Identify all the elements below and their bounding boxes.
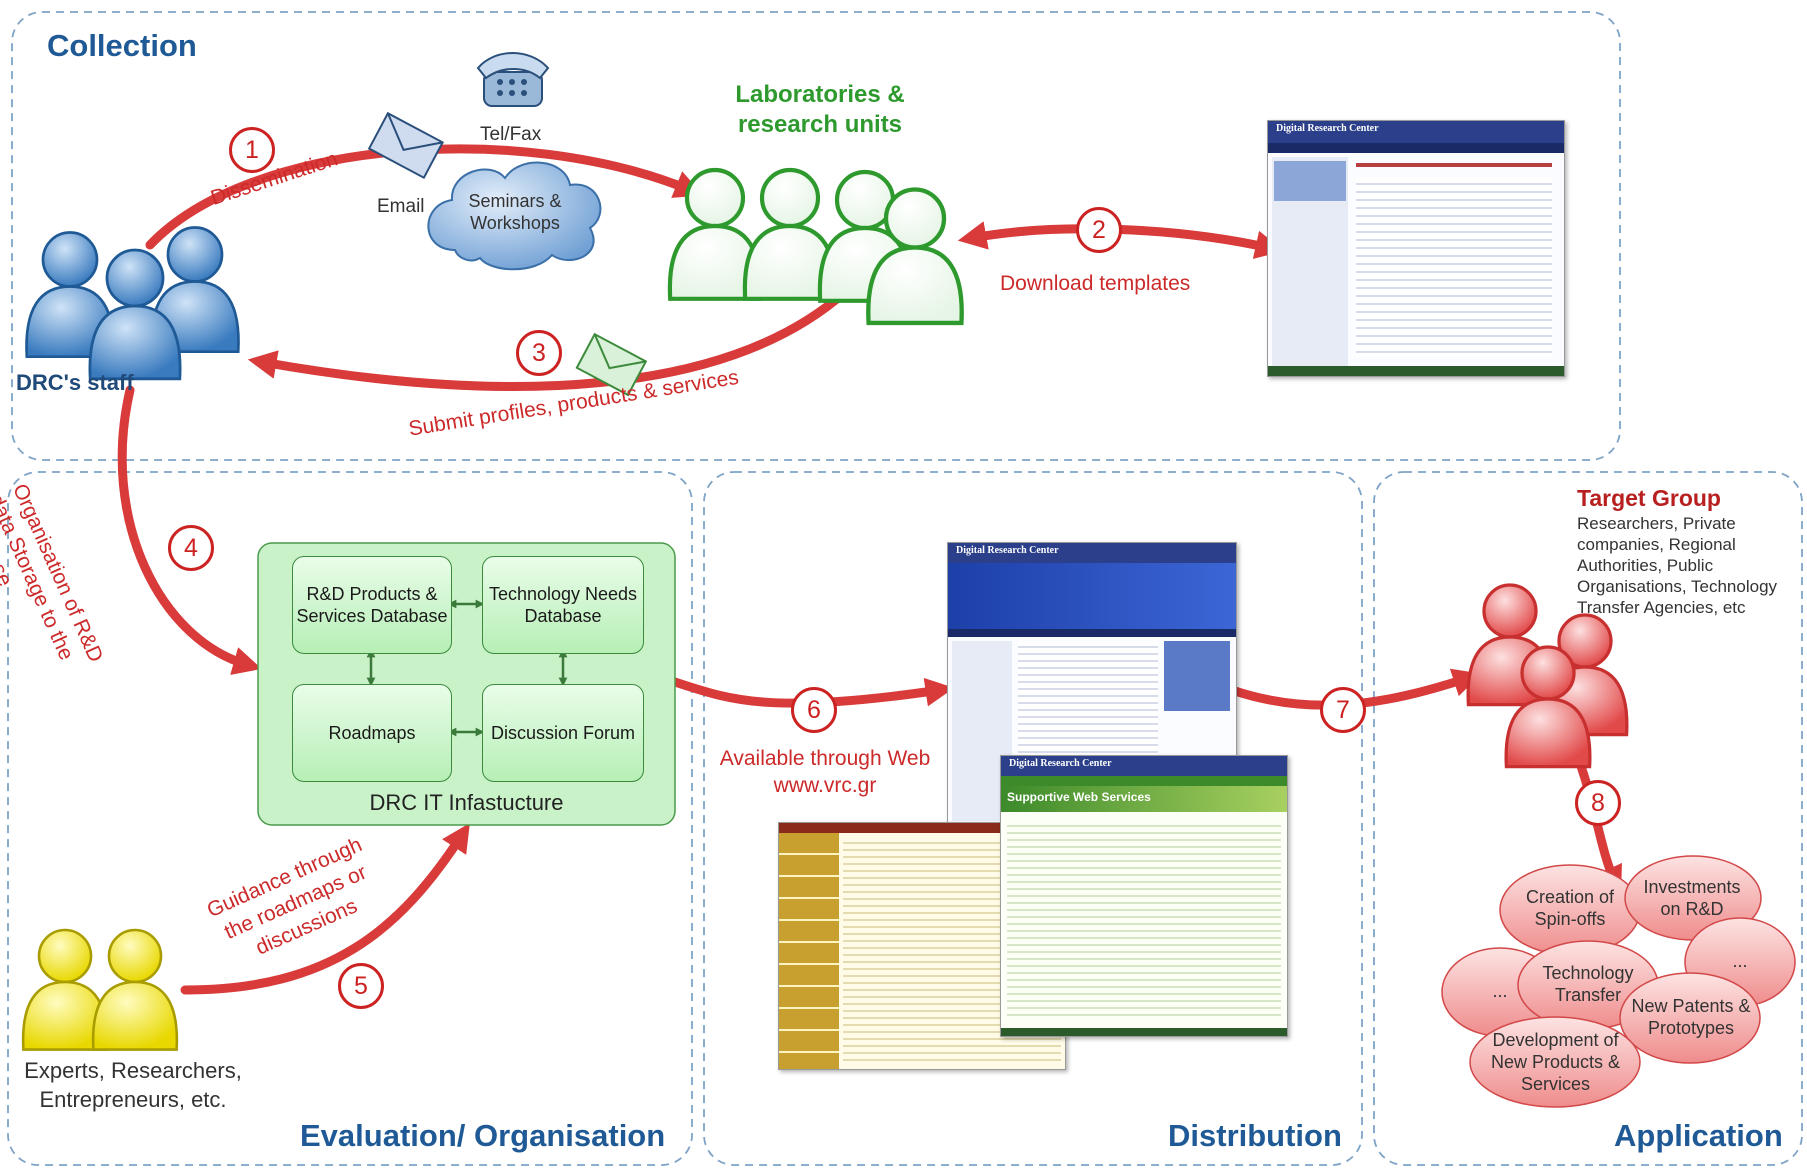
outcome-investments: Investments on R&D: [1643, 877, 1741, 919]
arrow-submit: [247, 287, 850, 391]
step-6-label: Available through Web www.vrc.gr: [719, 747, 931, 797]
it-infrastructure-title: DRC IT Infastucture: [369, 790, 564, 815]
panel-collection: [11, 11, 1621, 461]
laboratories-icon: [670, 170, 962, 323]
outcome-dots-left: ...: [1492, 981, 1508, 1001]
outcome-technology-transfer: Technology Transfer: [1542, 963, 1634, 1005]
web-services-screenshot: Digital Research Center Supportive Web S…: [1000, 755, 1288, 1037]
outcome-dots-right: ...: [1732, 951, 1748, 971]
outcome-new-products: Development of New Products & Services: [1490, 1030, 1621, 1094]
step-2-label: Download templates: [1000, 272, 1191, 295]
website-title: Digital Research Center: [1276, 123, 1379, 134]
step-5-number: 5: [338, 963, 384, 1009]
arrow-guidance: [180, 822, 470, 995]
website-screenshot-registration: Digital Research Center: [1267, 120, 1565, 377]
panel-title-application: Application: [1614, 1118, 1783, 1153]
panel-title-collection: Collection: [47, 28, 197, 63]
step-4-number: 4: [168, 525, 214, 571]
step-7-number: 7: [1320, 687, 1366, 733]
panel-title-distribution: Distribution: [1168, 1118, 1342, 1153]
db-discussion-forum: Discussion Forum: [482, 684, 644, 782]
laboratories-label: Laboratories & research units: [735, 81, 905, 138]
panel-evaluation: [7, 471, 693, 1166]
drc-staff-label: DRC's staff: [16, 370, 134, 395]
experts-label: Experts, Researchers, Entrepreneurs, etc…: [24, 1058, 242, 1112]
panel-title-evaluation: Evaluation/ Organisation: [300, 1118, 666, 1153]
step-1-number: 1: [229, 127, 275, 173]
outcome-bubbles: [1441, 855, 1796, 1108]
seminars-label: Seminars & Workshops: [468, 191, 562, 233]
outcome-spinoffs: Creation of Spin-offs: [1525, 887, 1615, 929]
seminars-cloud-icon: [427, 161, 602, 271]
email-envelope-icon: [367, 111, 444, 180]
step-6-number: 6: [791, 687, 837, 733]
target-group-title: Target Group: [1577, 485, 1721, 511]
website-home-title: Digital Research Center: [956, 545, 1059, 556]
arrow-organisation: [117, 385, 262, 675]
db-roadmaps: Roadmaps: [292, 684, 452, 782]
submit-envelope-icon: [575, 332, 648, 397]
db-rd-products: R&D Products & Services Database: [292, 556, 452, 654]
telephone-icon: [476, 52, 550, 107]
target-group-description: Researchers, Private companies, Regional…: [1577, 514, 1778, 617]
email-label: Email: [377, 196, 425, 217]
step-2-number: 2: [1076, 207, 1122, 253]
telfax-label: Tel/Fax: [480, 124, 542, 145]
db-technology-needs: Technology Needs Database: [482, 556, 644, 654]
web-services-site-title: Digital Research Center: [1009, 758, 1112, 769]
drc-staff-icon: [25, 226, 240, 381]
arrow-web: [670, 677, 955, 708]
step-3-number: 3: [516, 330, 562, 376]
web-services-title: Supportive Web Services: [1007, 790, 1151, 804]
panel-application: [1373, 471, 1803, 1166]
outcome-patents: New Patents & Prototypes: [1631, 996, 1751, 1038]
experts-icon: [21, 928, 179, 1051]
step-8-number: 8: [1575, 780, 1621, 826]
panel-distribution: [703, 471, 1363, 1166]
